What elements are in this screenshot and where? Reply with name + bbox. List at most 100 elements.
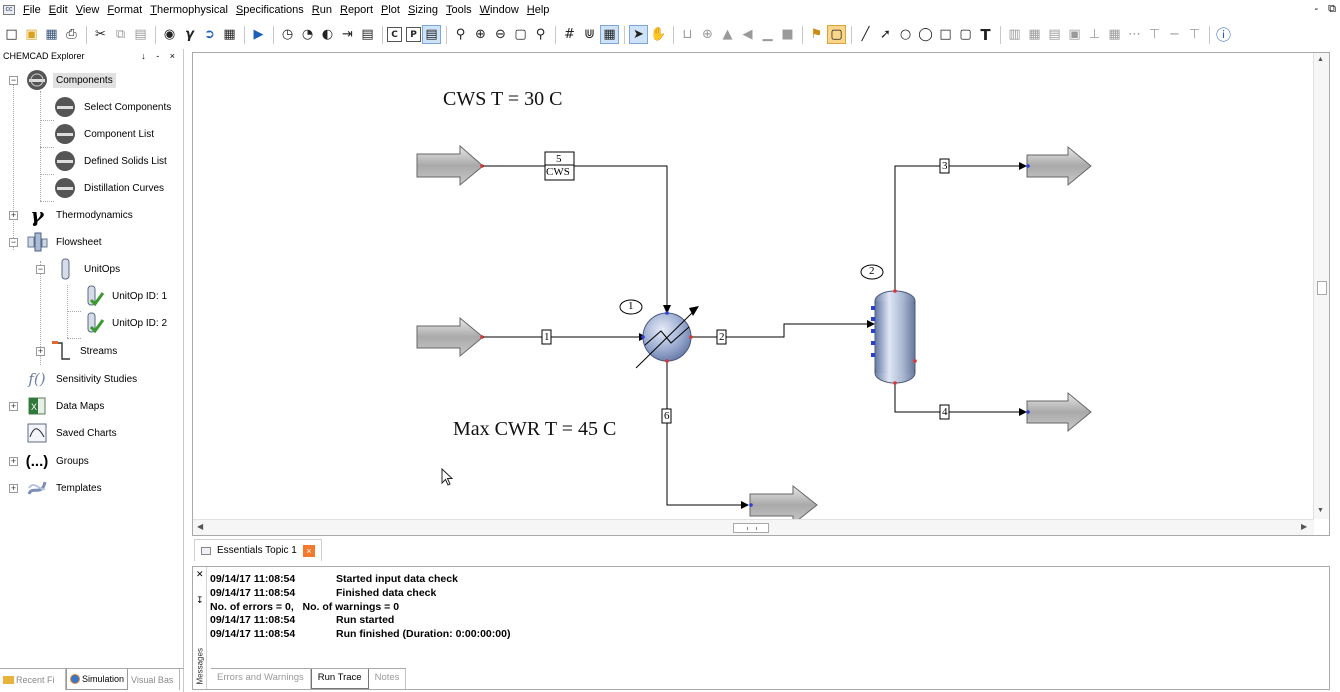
canvas-vertical-scrollbar[interactable]: ▲ ▼: [1313, 53, 1329, 519]
select-icon[interactable]: ➤: [629, 25, 648, 44]
search-icon[interactable]: ⚲: [535, 27, 546, 42]
tree-item-unitop-2[interactable]: UnitOp ID: 2: [82, 310, 170, 336]
product-arrow-stream-6[interactable]: [749, 484, 818, 519]
distribute-icon[interactable]: ▦: [1108, 27, 1121, 42]
pan-icon[interactable]: ✋: [650, 27, 667, 42]
feed-arrow-cws[interactable]: [416, 144, 484, 187]
recycle-icon[interactable]: ➲: [204, 27, 215, 42]
tree-item-thermodynamics[interactable]: γ Thermodynamics: [26, 202, 136, 228]
pin-icon[interactable]: ↧: [196, 595, 204, 605]
gauge-icon[interactable]: ◔: [301, 27, 314, 42]
menu-window[interactable]: Window: [479, 4, 519, 16]
tree-item-streams[interactable]: Streams: [50, 338, 120, 364]
stream-4-line[interactable]: [894, 383, 1027, 416]
stream-4-box[interactable]: [939, 404, 950, 420]
cut-icon[interactable]: ✂: [95, 27, 106, 42]
zoom-in-icon[interactable]: ⊕: [475, 27, 486, 42]
stream-6-box[interactable]: [661, 408, 672, 424]
app-icon[interactable]: cc: [3, 5, 15, 15]
menu-sizing[interactable]: Sizing: [407, 4, 438, 16]
explorer-pin-controls[interactable]: ↓ - ×: [141, 51, 179, 61]
note-icon[interactable]: ▤: [422, 25, 441, 44]
menu-help[interactable]: Help: [526, 4, 550, 16]
product-arrow-stream-4[interactable]: [1026, 391, 1092, 433]
unit-1-tag[interactable]: [619, 299, 643, 315]
close-tab-icon[interactable]: ×: [302, 544, 315, 557]
close-messages-icon[interactable]: ✕: [196, 569, 204, 579]
stream-6-line[interactable]: [666, 361, 749, 509]
back-icon[interactable]: ▣: [1068, 27, 1081, 42]
layout-icon[interactable]: ▦: [600, 25, 619, 44]
info-icon[interactable]: ⓘ: [1215, 26, 1231, 44]
expand-data-maps-toggle[interactable]: +: [9, 401, 18, 411]
flowsheet-canvas[interactable]: CWS T = 30 C Max CWR T = 45 C: [192, 52, 1330, 536]
new-icon[interactable]: □: [5, 27, 18, 42]
sweep-icon[interactable]: ◐: [321, 27, 334, 42]
collapse-unitops-toggle[interactable]: −: [36, 264, 45, 274]
clock-icon[interactable]: ◷: [281, 27, 294, 42]
c-icon[interactable]: C: [387, 27, 402, 42]
expand-templates-toggle[interactable]: +: [9, 483, 18, 493]
annotation-cws-temperature[interactable]: CWS T = 30 C: [443, 88, 563, 110]
canvas-horizontal-scrollbar[interactable]: ◀ ▶: [193, 519, 1314, 535]
rounded-rect-icon[interactable]: ▢: [959, 27, 972, 42]
open-icon[interactable]: ▣: [25, 27, 38, 42]
align-left-icon[interactable]: ⊔: [682, 27, 693, 42]
calculator-icon[interactable]: ▦: [223, 27, 236, 42]
tree-item-select-components[interactable]: Select Components: [54, 94, 174, 120]
bottom-align-icon[interactable]: ▁: [762, 27, 773, 42]
export-icon[interactable]: ⇥: [342, 27, 353, 42]
tree-item-sensitivity[interactable]: f() Sensitivity Studies: [26, 366, 140, 392]
gamma-icon[interactable]: γ: [185, 27, 194, 42]
align-center-icon[interactable]: ⊕: [702, 27, 713, 42]
tab-recent-files[interactable]: Recent Fi: [0, 669, 66, 690]
dash-icon[interactable]: ⋯: [1128, 27, 1141, 42]
expand-streams-toggle[interactable]: +: [36, 346, 45, 356]
tree-item-unitop-1[interactable]: UnitOp ID: 1: [82, 283, 170, 309]
zoom-fit-icon[interactable]: ▢: [514, 27, 527, 42]
tree-item-distillation-curves[interactable]: Distillation Curves: [54, 175, 167, 201]
stream-2-box[interactable]: [716, 329, 727, 345]
collapse-flowsheet-toggle[interactable]: −: [9, 237, 18, 247]
minimize-button[interactable]: -: [1314, 3, 1319, 15]
zoom-window-icon[interactable]: ⚲: [455, 27, 466, 42]
line-icon[interactable]: ╱: [861, 27, 870, 42]
tab-essentials-topic-1[interactable]: Essentials Topic 1 ×: [194, 539, 322, 561]
menu-report[interactable]: Report: [339, 4, 374, 16]
tree-item-templates[interactable]: Templates: [26, 475, 105, 501]
circle-icon[interactable]: ○: [899, 27, 912, 42]
scroll-down-icon[interactable]: ▼: [1317, 507, 1324, 514]
report-icon[interactable]: ▤: [361, 27, 374, 42]
cws-stream-box[interactable]: [544, 151, 575, 181]
stream-1-line[interactable]: [483, 333, 647, 341]
heat-exchanger-unit-1[interactable]: [635, 306, 699, 369]
annotation-max-cwr-temperature[interactable]: Max CWR T = 45 C: [453, 418, 617, 440]
vertical-scroll-thumb[interactable]: [1317, 281, 1327, 295]
tree-item-data-maps[interactable]: X Data Maps: [26, 393, 107, 419]
collapse-components-toggle[interactable]: −: [9, 75, 18, 85]
p-icon[interactable]: P: [406, 27, 421, 42]
menu-plot[interactable]: Plot: [381, 4, 400, 16]
tab-visual-basic[interactable]: Visual Bas: [128, 669, 180, 690]
snap-icon[interactable]: ⋓: [584, 27, 595, 42]
save-icon[interactable]: ▦: [45, 27, 58, 42]
menu-tools[interactable]: Tools: [445, 4, 472, 16]
unit-2-tag[interactable]: [860, 264, 884, 280]
tree-item-saved-charts[interactable]: Saved Charts: [26, 420, 120, 446]
minus-icon[interactable]: −: [1169, 27, 1180, 42]
paste-icon[interactable]: ▤: [134, 27, 147, 42]
tree-item-component-list[interactable]: Component List: [54, 121, 157, 147]
tree-item-flowsheet[interactable]: Flowsheet: [26, 229, 105, 255]
menu-run[interactable]: Run: [311, 4, 332, 16]
menu-thermophysical[interactable]: Thermophysical: [150, 4, 228, 16]
stream-3-line[interactable]: [894, 162, 1027, 291]
grid-icon[interactable]: #: [564, 27, 575, 42]
tree-item-defined-solids[interactable]: Defined Solids List: [54, 148, 170, 174]
scroll-left-icon[interactable]: ◀: [197, 522, 204, 531]
expand-thermodynamics-toggle[interactable]: +: [9, 210, 18, 220]
feed-arrow-process[interactable]: [416, 316, 484, 358]
align-bottom-icon[interactable]: ⊥: [1088, 27, 1101, 42]
zoom-out-icon[interactable]: ⊖: [495, 27, 506, 42]
menu-format[interactable]: Format: [107, 4, 143, 16]
menu-view[interactable]: View: [75, 4, 100, 16]
